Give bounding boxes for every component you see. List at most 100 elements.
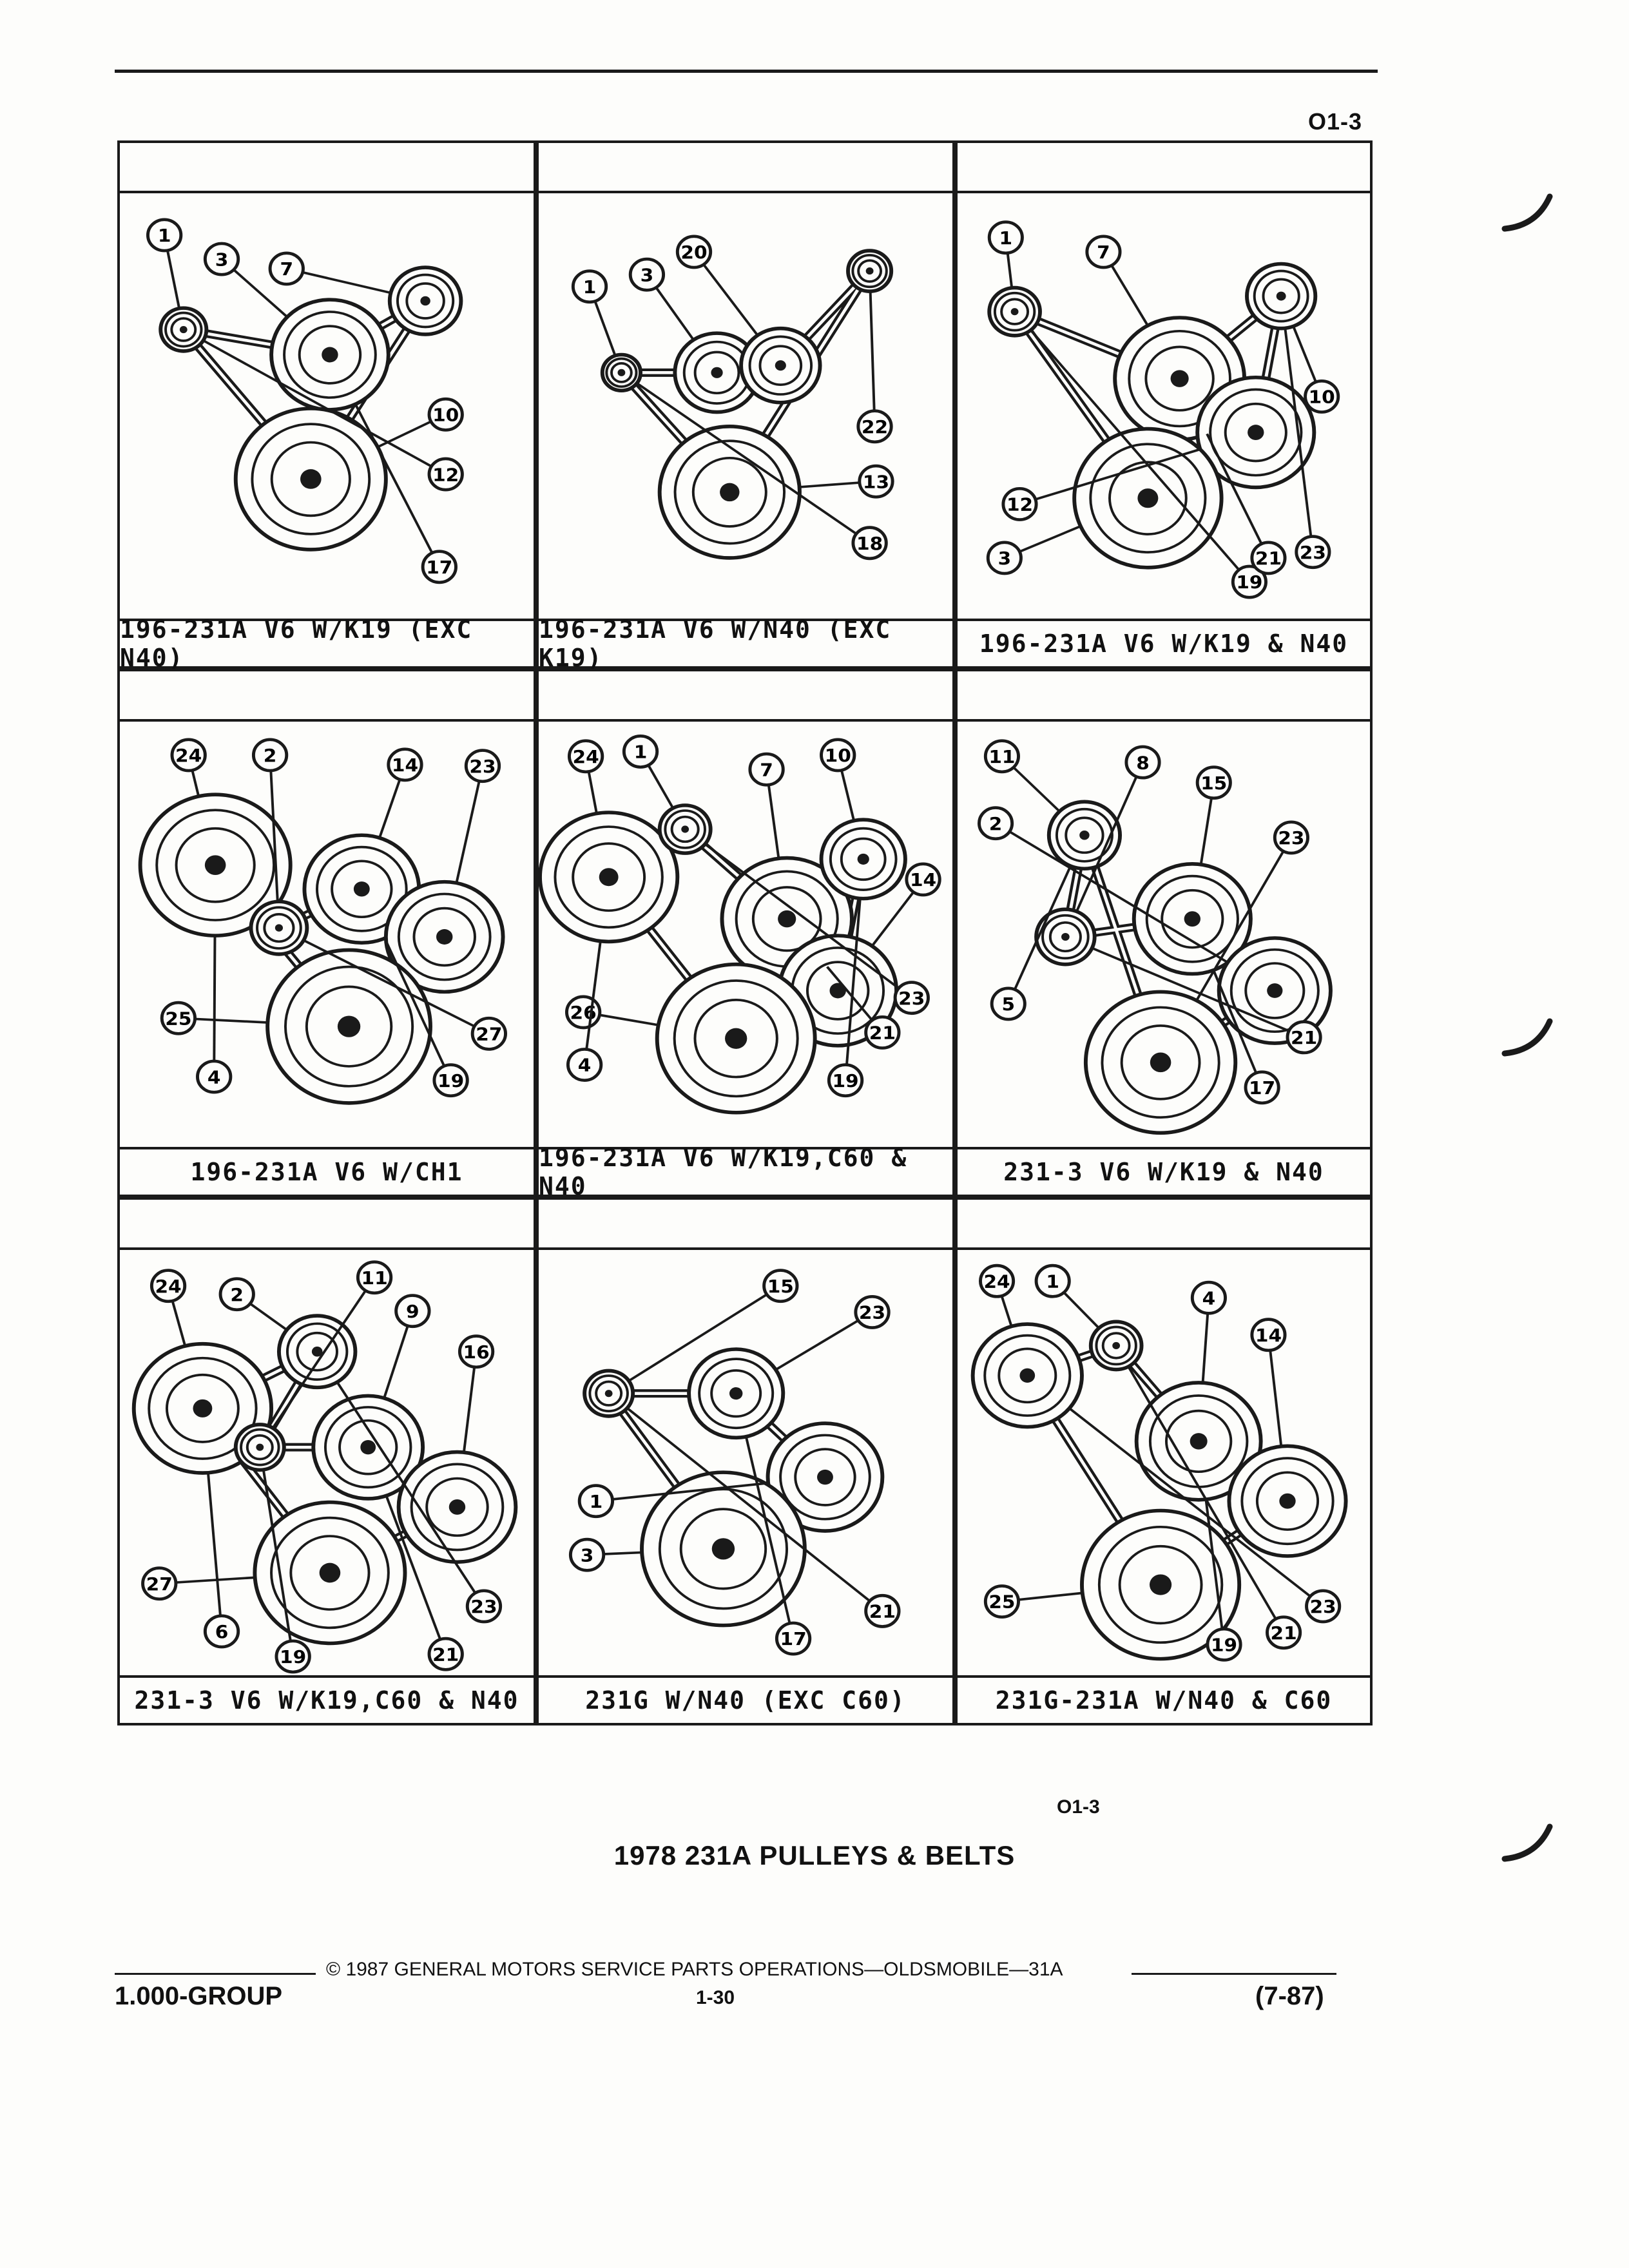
callout-circle [203, 1614, 240, 1649]
pulley [970, 1322, 1084, 1429]
pulley [253, 1500, 407, 1646]
callout-11: 11 [271, 1260, 393, 1429]
callout-number: 8 [1136, 752, 1150, 773]
callout-25: 25 [160, 1001, 268, 1035]
callout-number: 25 [165, 1008, 191, 1029]
pulley [265, 948, 432, 1105]
callout-circle [1295, 535, 1331, 570]
diagram-header-strip [539, 1200, 952, 1250]
pulley [1217, 936, 1333, 1045]
callout-circle [470, 1016, 508, 1051]
callout-circle [465, 1589, 503, 1624]
callout-number: 7 [1097, 242, 1110, 263]
binder-hole-mark [1501, 193, 1553, 232]
callout-23: 23 [775, 1295, 891, 1371]
callout-number: 2 [264, 745, 277, 766]
diagram-caption: 196-231A V6 W/CH1 [120, 1147, 534, 1195]
callout-9: 9 [383, 1294, 431, 1399]
callout-circle [427, 1637, 464, 1671]
pulley [1083, 990, 1238, 1135]
callout-number: 21 [1271, 1622, 1297, 1644]
callout-3: 3 [986, 525, 1081, 575]
diagram-header-strip [958, 671, 1370, 722]
callout-circle [571, 269, 608, 304]
leader-line [303, 939, 476, 1028]
callout-circle [427, 457, 464, 492]
leader-line [626, 1407, 871, 1602]
callout-number: 16 [463, 1341, 489, 1363]
callout-27: 27 [303, 939, 508, 1051]
leader-line [1068, 1407, 1311, 1597]
callout-number: 1 [158, 225, 171, 246]
callout-number: 14 [1255, 1325, 1282, 1346]
callout-19: 19 [383, 937, 469, 1098]
callout-circle [577, 1484, 615, 1519]
pulley [249, 899, 309, 956]
callout-circle [387, 747, 423, 782]
callout-circle [990, 986, 1027, 1021]
callout-number: 5 [1001, 994, 1015, 1015]
callout-circle [1244, 1070, 1280, 1105]
callout-circle [567, 739, 604, 774]
callout-circle [568, 1537, 606, 1572]
callout-3: 3 [203, 242, 289, 318]
leader-line [775, 1319, 859, 1371]
diagram-caption: 231-3 V6 W/K19 & N40 [958, 1147, 1370, 1195]
callout-circle [893, 981, 930, 1015]
callout-number: 23 [1300, 542, 1326, 563]
callout-circle [628, 257, 666, 292]
leader-line [269, 770, 279, 902]
leader-line [233, 269, 289, 318]
callout-circle [858, 464, 894, 499]
leader-line [1000, 1295, 1013, 1327]
diagram-header-strip [958, 1200, 1370, 1250]
callout-number: 1 [999, 227, 1013, 249]
callout-circle [566, 1048, 603, 1082]
callout-14: 14 [378, 747, 423, 838]
callout-6: 6 [203, 1472, 240, 1649]
callout-number: 3 [581, 1544, 594, 1566]
pulley [269, 298, 390, 412]
diagram-caption: 231-3 V6 W/K19,C60 & N40 [120, 1675, 534, 1723]
callout-circle [748, 752, 785, 787]
callout-5: 5 [990, 865, 1072, 1021]
callout-number: 12 [1007, 494, 1033, 515]
leader-line [612, 1481, 769, 1501]
callout-3: 3 [568, 1537, 642, 1572]
callout-circle [149, 1269, 187, 1303]
callout-number: 19 [1236, 572, 1262, 593]
callout-7: 7 [748, 752, 785, 859]
leader-line [1075, 776, 1138, 912]
callout-24: 24 [567, 739, 604, 814]
callout-circle [464, 749, 501, 783]
callout-10: 10 [820, 738, 856, 822]
callout-circle [827, 1063, 864, 1098]
callout-number: 4 [207, 1066, 221, 1088]
callout-19: 19 [1030, 329, 1268, 599]
leader-line [1091, 947, 1290, 1032]
pulley [819, 818, 907, 901]
pulley [233, 1423, 286, 1472]
callout-23: 23 [1284, 328, 1331, 570]
callout-1: 1 [571, 269, 617, 356]
callout-number: 10 [432, 404, 459, 425]
callout-circle [1001, 487, 1038, 521]
callout-number: 10 [825, 745, 851, 766]
leader-line [840, 770, 856, 822]
callout-number: 23 [1310, 1596, 1336, 1617]
diagram-caption: 196-231A V6 W/K19 & N40 [958, 619, 1370, 666]
diagram-caption: 231G W/N40 (EXC C60) [539, 1675, 952, 1723]
callout-21: 21 [626, 1407, 901, 1628]
callout-1: 1 [622, 734, 675, 809]
callout-number: 19 [1211, 1634, 1237, 1655]
callout-number: 11 [988, 746, 1015, 767]
